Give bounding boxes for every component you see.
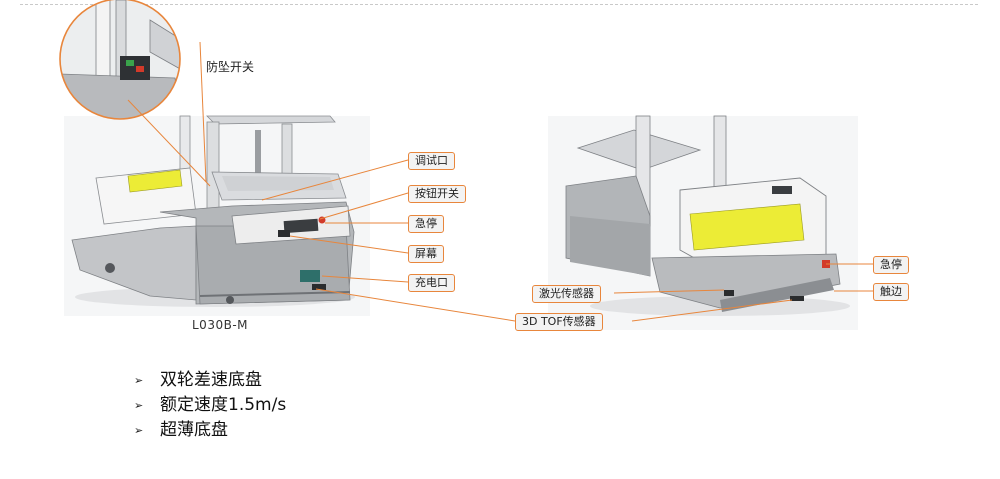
- callout-estop-right: 急停: [873, 256, 909, 274]
- arrow-bullet-icon: ➢: [134, 399, 144, 412]
- zoom-detail-image: [59, 0, 181, 120]
- callout-fall-switch: 防坠开关: [206, 60, 255, 74]
- feature-text: 超薄底盘: [160, 420, 228, 440]
- callout-debug-port: 调试口: [408, 152, 455, 170]
- callout-laser-sensor: 激光传感器: [532, 285, 601, 303]
- callout-screen: 屏幕: [408, 245, 444, 263]
- model-label: L030B-M: [192, 318, 249, 332]
- feature-text: 额定速度1.5m/s: [160, 395, 287, 415]
- callout-bumper: 触边: [873, 283, 909, 301]
- feature-list: ➢ 双轮差速底盘 ➢ 额定速度1.5m/s ➢ 超薄底盘: [134, 368, 286, 443]
- callout-button-switch: 按钮开关: [408, 185, 466, 203]
- feature-item: ➢ 超薄底盘: [134, 418, 286, 443]
- left-robot-image: [64, 115, 370, 316]
- callout-estop-left: 急停: [408, 215, 444, 233]
- callout-tof-sensor: 3D TOF传感器: [515, 313, 603, 331]
- arrow-bullet-icon: ➢: [134, 424, 144, 437]
- callout-charge-port: 充电口: [408, 274, 455, 292]
- feature-item: ➢ 双轮差速底盘: [134, 368, 286, 393]
- feature-text: 双轮差速底盘: [160, 370, 262, 390]
- callout-leader-lines: [127, 41, 873, 322]
- feature-item: ➢ 额定速度1.5m/s: [134, 393, 286, 418]
- top-dashed-rule: [20, 4, 978, 5]
- arrow-bullet-icon: ➢: [134, 374, 144, 387]
